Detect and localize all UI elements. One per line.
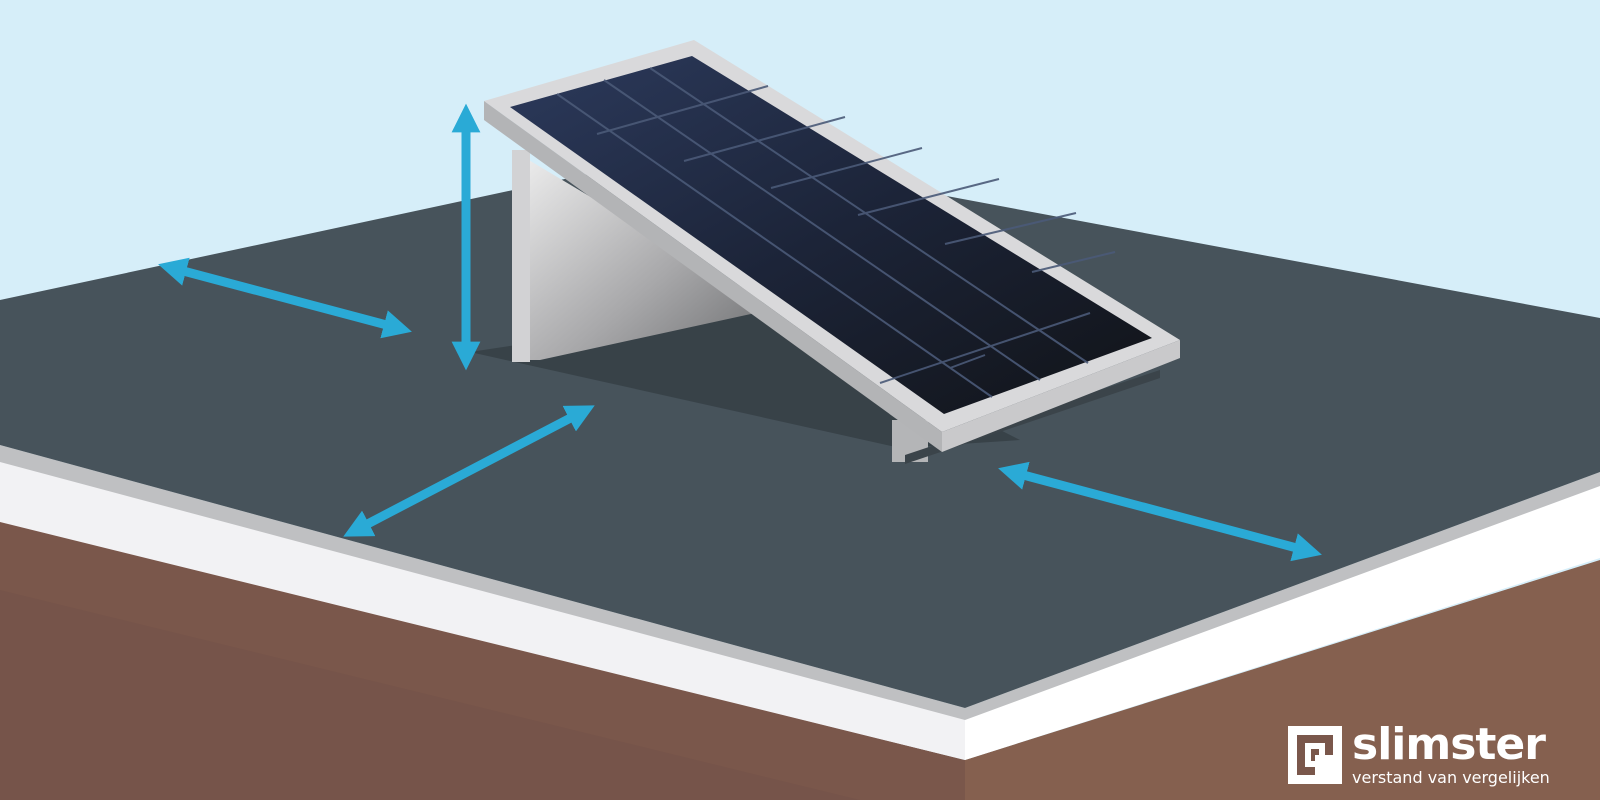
wall-left-shade xyxy=(0,590,860,800)
logo-mark-icon xyxy=(1288,726,1342,784)
panel-frame-side xyxy=(484,101,942,452)
wall-right xyxy=(965,560,1600,800)
panel-frame-side-right xyxy=(942,340,1180,452)
brand-name: slimster xyxy=(1352,719,1546,770)
brand-logo: slimster verstand van vergelijken xyxy=(1288,720,1588,790)
arrow-left-horizontal xyxy=(158,257,412,339)
roof-edge-grey-left xyxy=(0,445,965,720)
arrow-front-diagonal xyxy=(343,405,595,537)
panel-stand-rear-edge xyxy=(512,150,530,362)
panel-stand-rear xyxy=(512,150,760,360)
arrows xyxy=(158,103,1322,562)
panel-grid xyxy=(556,67,1116,398)
brand-tagline: verstand van vergelijken xyxy=(1352,768,1550,787)
logo-text: slimster verstand van vergelijken xyxy=(1352,723,1550,787)
roof-edge-grey-right xyxy=(965,472,1600,720)
arrow-right-horizontal xyxy=(998,461,1322,562)
